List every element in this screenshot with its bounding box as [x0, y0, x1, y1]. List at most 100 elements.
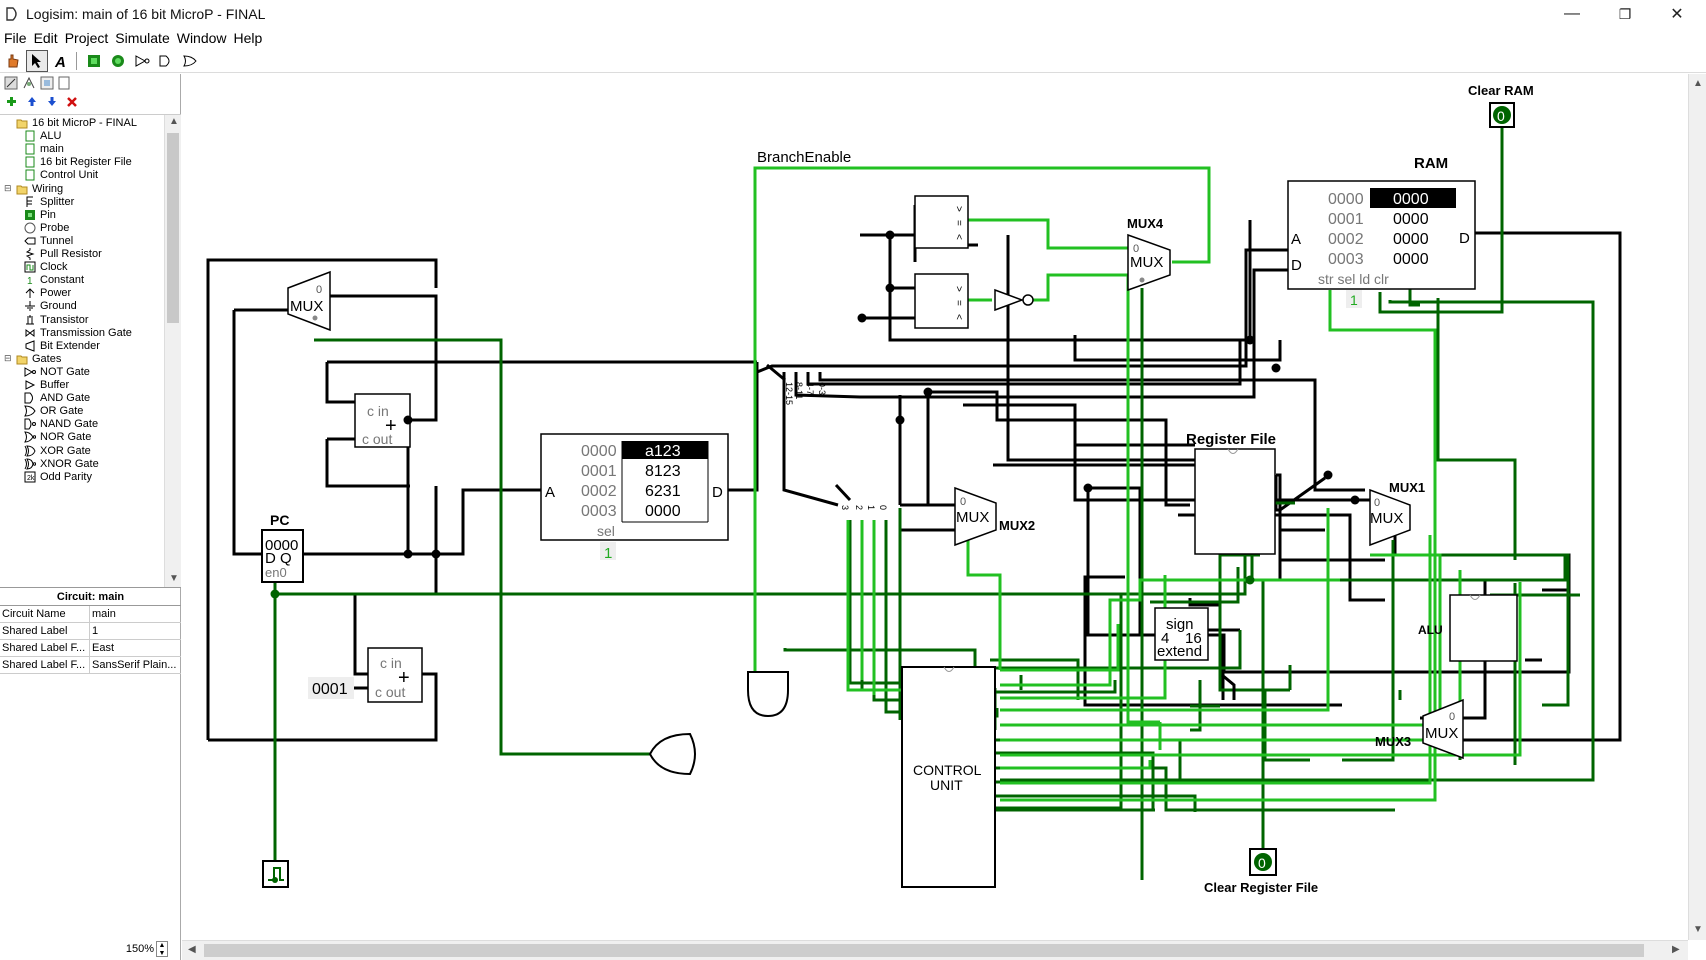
alu[interactable]: ALU — [1418, 594, 1518, 662]
tree-item[interactable]: Pin — [24, 208, 56, 222]
tree-item[interactable]: Power — [24, 286, 71, 300]
rom-value-2[interactable]: 6231 — [645, 483, 681, 500]
add-circuit-icon[interactable] — [6, 96, 17, 110]
tree-item[interactable]: NOT Gate — [24, 365, 90, 379]
ram-value-1[interactable]: 0000 — [1393, 211, 1429, 228]
zoom-spinner-icon[interactable]: ▲▼ — [156, 941, 168, 957]
menu-simulate[interactable]: Simulate — [115, 30, 170, 46]
tree-item[interactable]: Splitter — [24, 195, 74, 209]
property-row[interactable]: Shared Label 1 — [0, 623, 181, 640]
menu-project[interactable]: Project — [64, 30, 109, 46]
or-gate-tool-icon[interactable] — [179, 50, 201, 72]
tree-item[interactable]: Control Unit — [24, 168, 98, 182]
select-tool-icon[interactable] — [26, 49, 48, 72]
text-tool-icon[interactable]: A — [50, 50, 72, 72]
control-unit[interactable]: CONTROL UNIT — [901, 666, 996, 888]
clear-ram-pin[interactable]: 0 — [1489, 102, 1515, 128]
register-file[interactable]: Register File — [1186, 431, 1276, 555]
tree-item[interactable]: Tunnel — [24, 234, 73, 248]
property-value[interactable]: main — [92, 608, 116, 620]
tree-item[interactable]: ALU — [24, 129, 61, 143]
tree-item[interactable]: Buffer — [24, 378, 69, 392]
tree-item[interactable]: XNOR Gate — [24, 457, 99, 471]
instruction-splitter[interactable]: 12-15 8-11 4-7 0-3 — [766, 363, 827, 405]
tree-item[interactable]: XOR Gate — [24, 444, 91, 458]
comparator-bottom[interactable]: > = < — [914, 273, 969, 329]
canvas-horizontal-scrollbar[interactable]: ◀ ▶ — [182, 940, 1688, 960]
simulation-tree-icon[interactable] — [22, 76, 36, 93]
scroll-up-icon[interactable]: ▲ — [169, 116, 179, 127]
tree-item[interactable]: ⊟Wiring — [4, 182, 63, 196]
scroll-right-icon[interactable]: ▶ — [1672, 944, 1680, 955]
tree-item[interactable]: main — [24, 142, 64, 156]
circuit-diagram[interactable]: > = < > = < MUX 0 MUX4 — [182, 74, 1688, 940]
constant-one[interactable]: 0001 — [308, 677, 354, 699]
tree-item[interactable]: 16 bit MicroP - FINAL — [4, 116, 137, 130]
property-value[interactable]: SansSerif Plain... — [92, 659, 177, 671]
tree-item[interactable]: OR Gate — [24, 404, 83, 418]
tree-item[interactable]: ⊟Gates — [4, 352, 61, 366]
zoom-level[interactable]: 150% — [125, 943, 154, 955]
clear-register-file-pin[interactable]: 0 — [1249, 848, 1277, 876]
canvas-vertical-scrollbar[interactable]: ▲ ▼ — [1688, 74, 1706, 940]
not-gate[interactable] — [994, 288, 1034, 312]
immediate-splitter[interactable] — [1221, 673, 1236, 700]
tree-item[interactable]: Transistor — [24, 313, 89, 327]
property-row[interactable]: Circuit Name main — [0, 606, 181, 623]
and-gate[interactable] — [747, 671, 789, 718]
appearance-edit-icon[interactable] — [40, 76, 54, 93]
toolbox-view-icon[interactable] — [4, 76, 18, 93]
poke-tool-icon[interactable] — [2, 50, 24, 72]
tree-scroll-thumb[interactable] — [167, 133, 179, 323]
tree-item[interactable]: 16 bit Register File — [24, 155, 132, 169]
tree-item[interactable]: Probe — [24, 221, 69, 235]
rom-value-3[interactable]: 0000 — [645, 503, 681, 520]
tree-item[interactable]: Clock — [24, 260, 68, 274]
clock[interactable] — [262, 860, 289, 888]
tree-item[interactable]: Bit Extender — [24, 339, 100, 353]
property-value[interactable]: 1 — [92, 625, 99, 637]
ram-component[interactable]: RAM 0000 0000 0001 0000 0002 0000 0003 0… — [1287, 155, 1476, 308]
pc-register[interactable]: PC 0000 D Q en0 — [261, 512, 304, 583]
move-down-icon[interactable] — [47, 96, 57, 110]
ram-value-3[interactable]: 0000 — [1393, 251, 1429, 268]
output-pin-tool-icon[interactable] — [107, 50, 129, 72]
tree-item[interactable]: NOR Gate — [24, 430, 91, 444]
input-pin-tool-icon[interactable] — [83, 50, 105, 72]
delete-circuit-icon[interactable] — [67, 96, 77, 110]
tree-item[interactable]: Transmission Gate — [24, 326, 132, 340]
opcode-splitter[interactable]: 3 2 1 0 — [834, 483, 888, 510]
tree-toggle-icon[interactable]: ⊟ — [4, 183, 12, 193]
pc-increment-adder[interactable]: c in + c out — [367, 647, 423, 703]
menu-help[interactable]: Help — [233, 30, 263, 46]
sign-extender[interactable]: sign 4 16 extend — [1154, 607, 1209, 661]
tree-item[interactable]: Pull Resistor — [24, 247, 102, 261]
tree-item[interactable]: Ground — [24, 299, 77, 313]
property-row[interactable]: Shared Label F... SansSerif Plain... — [0, 657, 181, 674]
or-gate[interactable] — [648, 732, 696, 776]
horizontal-scroll-thumb[interactable] — [204, 944, 1644, 957]
menu-window[interactable]: Window — [176, 30, 227, 46]
zoom-control[interactable]: 150% ▲▼ — [100, 940, 168, 958]
rom-value-0[interactable]: a123 — [645, 443, 681, 460]
circuit-canvas[interactable]: > = < > = < MUX 0 MUX4 — [182, 74, 1688, 940]
branch-adder[interactable]: c in + c out — [354, 393, 411, 448]
and-gate-tool-icon[interactable] — [155, 50, 177, 72]
scroll-left-icon[interactable]: ◀ — [188, 944, 196, 955]
pc-mux[interactable]: MUX 0 — [287, 270, 331, 332]
property-row[interactable]: Shared Label F... East — [0, 640, 181, 657]
move-up-icon[interactable] — [27, 96, 37, 110]
restore-button[interactable]: ❐ — [1618, 5, 1632, 22]
property-value[interactable]: East — [92, 642, 115, 654]
tree-toggle-icon[interactable]: ⊟ — [4, 353, 12, 364]
rom-value-1[interactable]: 8123 — [645, 463, 681, 480]
rom-component[interactable]: 0000 a123 0001 8123 0002 6231 0003 0000 … — [540, 433, 729, 562]
scroll-down-icon[interactable]: ▼ — [169, 573, 179, 584]
ram-value-2[interactable]: 0000 — [1393, 231, 1429, 248]
scroll-up-icon[interactable]: ▲ — [1693, 78, 1703, 89]
mux4[interactable]: MUX 0 MUX4 — [1127, 216, 1171, 292]
mux3[interactable]: MUX 0 MUX3 — [1375, 698, 1464, 760]
menu-file[interactable]: File — [4, 30, 27, 46]
close-button[interactable]: ✕ — [1670, 6, 1684, 23]
